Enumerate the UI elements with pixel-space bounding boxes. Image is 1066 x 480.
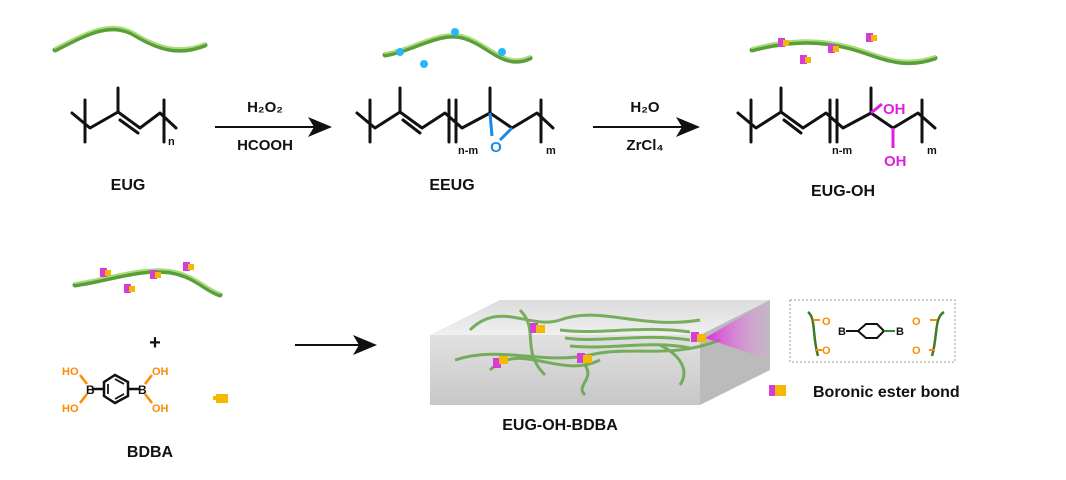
eeug-structure: O n-m m: [355, 86, 556, 157]
boron-1: B: [86, 383, 95, 397]
eug-oh-strand-illustration: [749, 33, 938, 66]
ester-bond-node: [691, 332, 706, 342]
eeug-label: EEUG: [429, 177, 474, 194]
eug-label: EUG: [111, 177, 146, 194]
epoxide-dot: [420, 60, 428, 68]
boronic-ester-inset: B B O O O O: [789, 299, 956, 363]
boron-2: B: [138, 383, 147, 397]
repeat-n-m: n-m: [832, 145, 852, 157]
hydroxyl-2: OH: [884, 153, 907, 170]
eug-oh-structure: OH OH n-m m: [736, 86, 937, 170]
inset-oxygen-3: O: [912, 316, 921, 328]
ester-bond-node: [530, 323, 545, 333]
inset-boron-2: B: [896, 326, 904, 338]
bdba-label: BDBA: [127, 444, 174, 461]
reagent-hcooh: HCOOH: [237, 137, 293, 154]
reagent-zrcl4: ZrCl₄: [626, 137, 663, 154]
repeat-n-m: n-m: [458, 145, 478, 157]
reagent-h2o2: H₂O₂: [247, 99, 283, 116]
ester-bond-node: [577, 353, 592, 363]
bdba-ho-1: HO: [62, 366, 79, 378]
hydroxyl-marker: [100, 268, 111, 277]
zoom-beam: [705, 300, 770, 360]
repeat-m: m: [546, 145, 556, 157]
inset-oxygen-1: O: [822, 316, 831, 328]
repeat-m: m: [927, 145, 937, 157]
ester-bond-node: [493, 356, 508, 368]
reagent-h2o: H₂O: [630, 99, 659, 116]
hydroxyl-marker: [866, 33, 877, 42]
legend-label: Boronic ester bond: [813, 384, 960, 401]
hydroxyl-marker: [778, 38, 789, 47]
hydroxyl-marker: [800, 55, 811, 64]
bdba-oh-1: OH: [152, 366, 169, 378]
hydroxyl-marker: [124, 284, 135, 293]
hydroxyl-1: OH: [883, 101, 906, 118]
hydroxyl-marker: [183, 262, 194, 271]
bdba-structure: B B HO HO OH OH: [62, 366, 169, 415]
epoxide-dot: [396, 48, 404, 56]
eug-oh-strand-bottom: [72, 262, 223, 298]
bdba-oh-2: OH: [152, 403, 169, 415]
inset-oxygen-4: O: [912, 345, 921, 357]
repeat-n: n: [168, 136, 175, 148]
crosslinked-network-slab: [430, 300, 770, 405]
epoxide-oxygen: O: [490, 139, 502, 156]
bdba-crosslinker-icon: [213, 394, 228, 403]
inset-boron-1: B: [838, 326, 846, 338]
eeug-strand-illustration: [382, 28, 533, 68]
hydroxyl-marker: [150, 270, 161, 279]
legend-ester-bond-icon: [769, 385, 786, 396]
bdba-ho-2: HO: [62, 403, 79, 415]
epoxide-dot: [498, 48, 506, 56]
eug-structure: n: [70, 86, 178, 148]
plus-sign: +: [149, 332, 161, 354]
eug-oh-label: EUG-OH: [811, 183, 875, 200]
epoxide-dot: [451, 28, 459, 36]
eug-strand-illustration: [52, 25, 208, 53]
network-label: EUG-OH-BDBA: [502, 417, 618, 434]
hydroxyl-marker: [828, 44, 839, 53]
inset-oxygen-2: O: [822, 345, 831, 357]
